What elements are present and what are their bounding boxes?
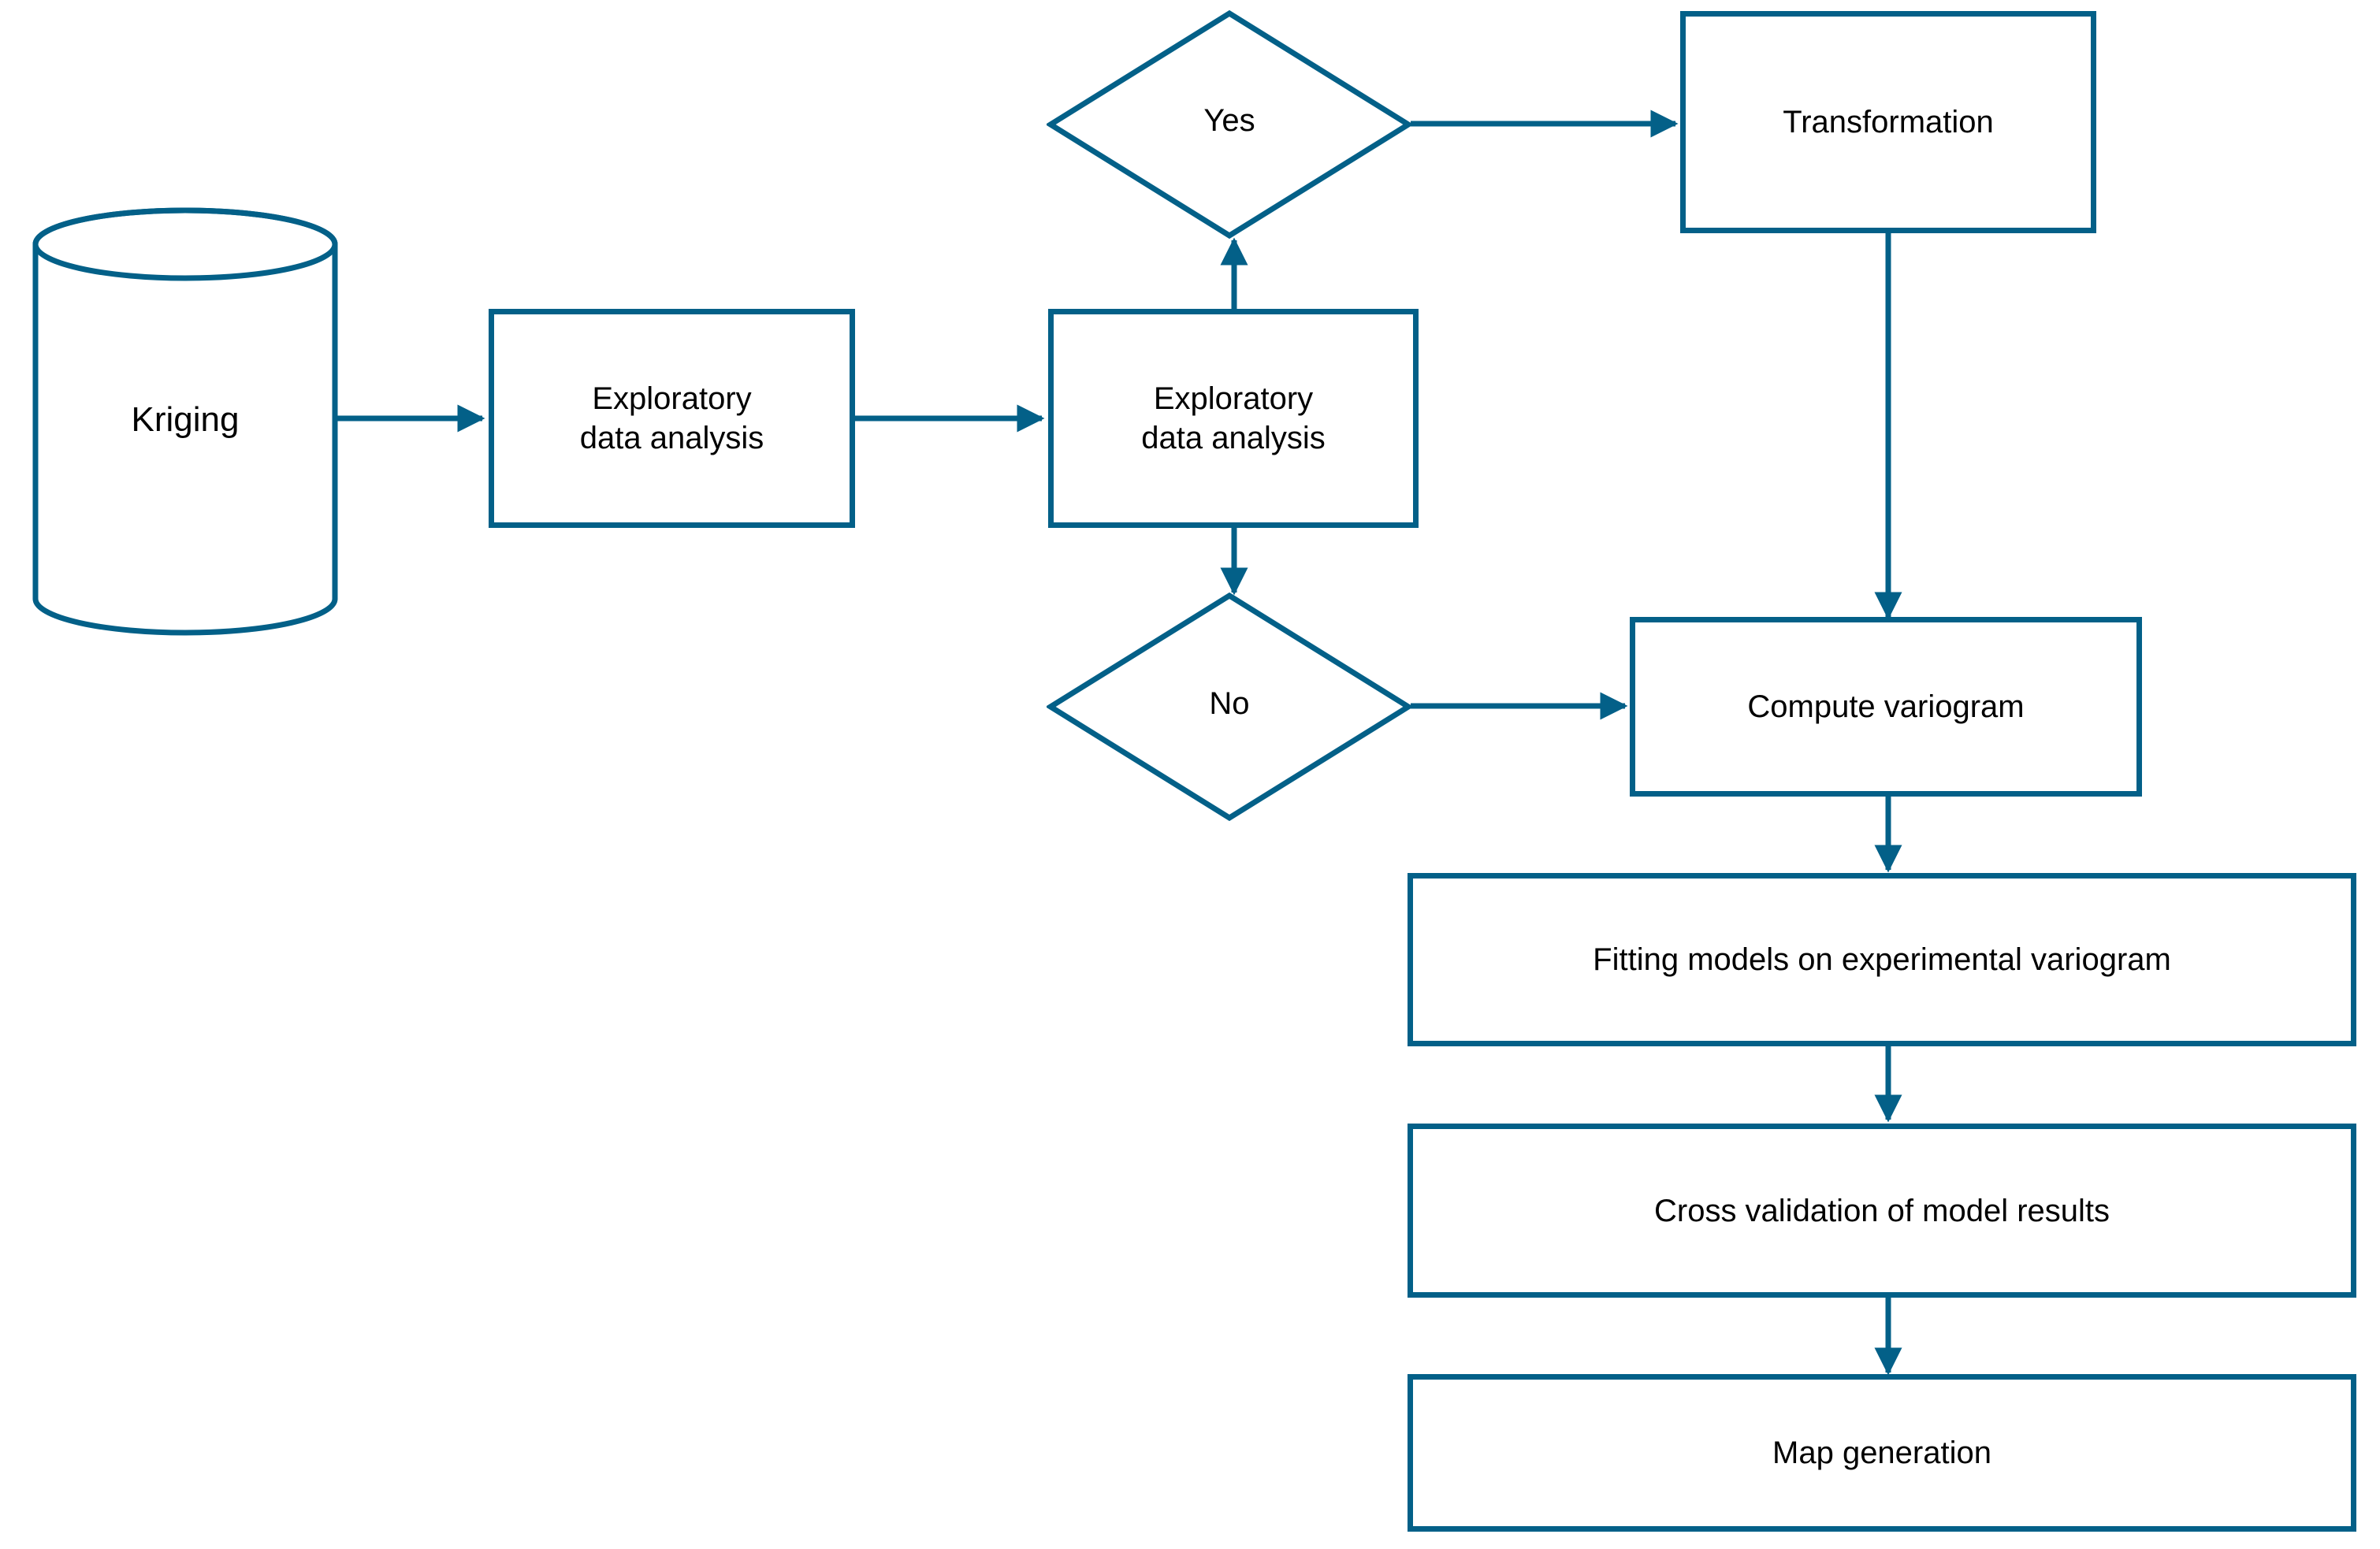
diamond-no-shape (1047, 592, 1412, 821)
node-kriging-cylinder[interactable]: Kriging (32, 206, 339, 637)
node-exploratory-data-analysis-1[interactable]: Exploratory data analysis (489, 309, 855, 528)
node-decision-yes-label: Yes (1203, 103, 1255, 138)
node-decision-no-label: No (1209, 686, 1250, 721)
diamond-yes-shape (1047, 9, 1412, 240)
node-decision-no[interactable]: No (1047, 592, 1412, 821)
node-fitting-models-label: Fitting models on experimental variogram (1593, 942, 2171, 977)
node-map-generation[interactable]: Map generation (1408, 1374, 2356, 1532)
node-compute-variogram-label: Compute variogram (1747, 689, 2025, 724)
node-fitting-models[interactable]: Fitting models on experimental variogram (1408, 873, 2356, 1046)
node-exploratory-data-analysis-2-label: Exploratory data analysis (1141, 381, 1326, 455)
node-transformation[interactable]: Transformation (1680, 11, 2096, 233)
node-exploratory-data-analysis-2[interactable]: Exploratory data analysis (1048, 309, 1419, 528)
node-exploratory-data-analysis-1-label: Exploratory data analysis (579, 381, 764, 455)
node-map-generation-label: Map generation (1772, 1436, 1991, 1470)
cylinder-body (32, 244, 338, 636)
node-transformation-label: Transformation (1783, 105, 1994, 139)
cylinder-top-rim (32, 207, 338, 281)
node-decision-yes[interactable]: Yes (1047, 9, 1412, 240)
node-cross-validation[interactable]: Cross validation of model results (1408, 1124, 2356, 1298)
node-kriging-label: Kriging (131, 400, 240, 439)
node-cross-validation-label: Cross validation of model results (1653, 1193, 2110, 1228)
node-compute-variogram[interactable]: Compute variogram (1630, 617, 2142, 797)
